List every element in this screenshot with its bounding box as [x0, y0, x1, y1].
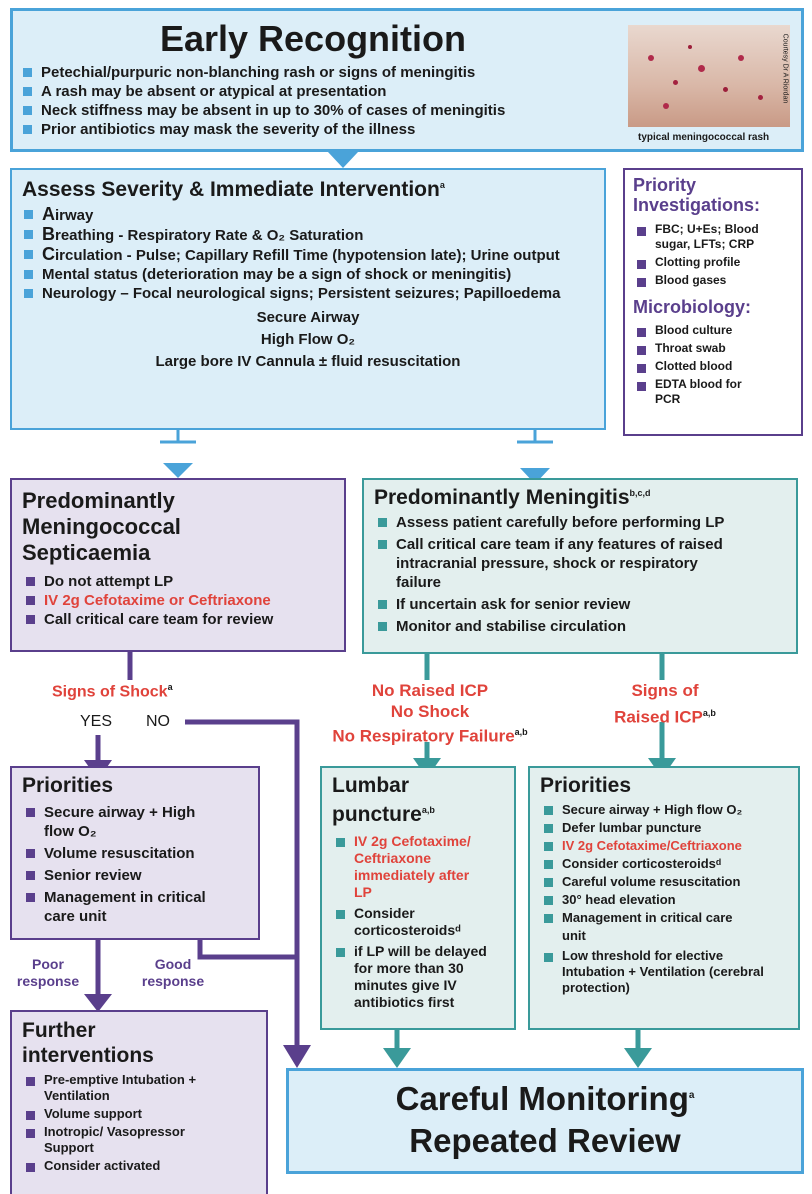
photo-credit: Courtesy Dr A Riordan — [781, 33, 789, 104]
arrow-priorities-to-monitoring — [624, 1048, 652, 1068]
list-item: If uncertain ask for senior review — [374, 595, 744, 614]
priorities-left-title: Priorities — [22, 774, 114, 797]
signs-of-shock-label: Signs of Shocka — [52, 682, 173, 701]
microbiology-list: Blood culture Throat swab Clotted blood … — [633, 323, 793, 407]
list-item: Mental status (deterioration may be a si… — [20, 265, 596, 284]
further-list: Pre-emptive Intubation + Ventilation Vol… — [22, 1072, 256, 1174]
no-label: NO — [146, 713, 170, 730]
list-item: Low threshold for elective Intubation + … — [540, 948, 788, 996]
yes-label: YES — [80, 713, 113, 730]
list-item: Circulation - Pulse; Capillary Refill Ti… — [20, 245, 596, 265]
list-item: Careful volume resuscitation — [540, 873, 788, 891]
lumbar-puncture-box: Lumbar puncturea,b IV 2g Cefotaxime/ Cef… — [320, 766, 516, 1030]
microbiology-title: Microbiology: — [633, 296, 751, 317]
list-item: Blood gases — [633, 273, 793, 288]
assess-title: Assess Severity & Immediate Intervention… — [22, 178, 445, 201]
list-item: IV 2g Cefotaxime or Ceftriaxone — [22, 591, 334, 610]
assess-list: Airway Breathing - Respiratory Rate & O₂… — [20, 205, 596, 303]
list-item: Blood culture — [633, 323, 793, 338]
list-item: Volume support — [22, 1106, 256, 1122]
list-item: Assess patient carefully before performi… — [374, 513, 744, 532]
meningitis-box: Predominantly Meningitisb,c,d Assess pat… — [362, 478, 798, 654]
list-item: A rash may be absent or atypical at pres… — [19, 82, 619, 101]
assess-severity-box: Assess Severity & Immediate Intervention… — [10, 168, 606, 430]
monitoring-line-2: Repeated Review — [409, 1122, 681, 1160]
lumbar-title: Lumbar puncturea,b — [332, 774, 435, 826]
arrow-to-septicaemia — [163, 463, 193, 478]
rash-photo: Courtesy Dr A Riordan — [628, 25, 790, 127]
priorities-right-title: Priorities — [540, 774, 632, 797]
list-item: Airway — [20, 205, 596, 225]
septicaemia-title: Predominantly Meningococcal Septicaemia — [22, 488, 181, 565]
raised-icp-label: Signs of Raised ICPa,b — [614, 681, 716, 727]
list-item: Management in critical care unit — [22, 888, 222, 926]
list-item: Defer lumbar puncture — [540, 819, 788, 837]
meningitis-list: Assess patient carefully before performi… — [374, 513, 744, 636]
septicaemia-list: Do not attempt LP IV 2g Cefotaxime or Ce… — [22, 572, 334, 629]
list-item: Secure airway + High flow O₂ — [540, 801, 788, 819]
list-item: Call critical care team for review — [22, 610, 334, 629]
list-item: Petechial/purpuric non-blanching rash or… — [19, 63, 619, 82]
list-item: Senior review — [22, 866, 222, 885]
arrow-early-to-assess — [328, 152, 358, 168]
investigations-list: FBC; U+Es; Blood sugar, LFTs; CRP Clotti… — [633, 222, 793, 288]
list-item: Volume resuscitation — [22, 844, 222, 863]
list-item: Consider corticosteroidsᵈ — [332, 905, 504, 939]
priority-investigations-box: Priority Investigations: FBC; U+Es; Bloo… — [623, 168, 803, 436]
list-item: Pre-emptive Intubation + Ventilation — [22, 1072, 256, 1104]
list-item: Clotted blood — [633, 359, 793, 374]
list-item: Inotropic/ Vasopressor Support — [22, 1124, 214, 1156]
photo-caption: typical meningococcal rash — [638, 132, 770, 143]
list-item: Consider activated — [22, 1158, 256, 1174]
priorities-right-box: Priorities Secure airway + High flow O₂ … — [528, 766, 800, 1030]
list-item: Call critical care team if any features … — [374, 535, 744, 592]
list-item: Neck stiffness may be absent in up to 30… — [19, 101, 619, 120]
list-item: Do not attempt LP — [22, 572, 334, 591]
early-recognition-title: Early Recognition — [159, 18, 467, 59]
list-item: Throat swab — [633, 341, 793, 356]
careful-monitoring-box: Careful Monitoringa Repeated Review — [286, 1068, 804, 1174]
list-item: Monitor and stabilise circulation — [374, 617, 744, 636]
investigations-title: Priority Investigations: — [633, 175, 761, 215]
early-recognition-box: Early Recognition Petechial/purpuric non… — [10, 8, 804, 152]
list-item: Consider corticosteroidsᵈ — [540, 855, 788, 873]
meningitis-title: Predominantly Meningitisb,c,d — [374, 486, 651, 509]
list-item: EDTA blood for PCR — [633, 377, 745, 407]
arrow-to-meningitis — [520, 468, 550, 484]
list-item: Prior antibiotics may mask the severity … — [19, 120, 619, 139]
early-recognition-list: Petechial/purpuric non-blanching rash or… — [19, 63, 619, 139]
monitoring-line-1: Careful Monitoringa — [395, 1080, 695, 1117]
arrow-lumbar-to-monitoring — [383, 1048, 411, 1068]
assess-line-airway: Secure Airway — [256, 309, 360, 327]
septicaemia-box: Predominantly Meningococcal Septicaemia … — [10, 478, 346, 652]
list-item: if LP will be delayed for more than 30 m… — [332, 943, 504, 1011]
list-item: FBC; U+Es; Blood sugar, LFTs; CRP — [633, 222, 793, 252]
arrow-good-response — [197, 940, 297, 960]
list-item: Clotting profile — [633, 255, 793, 270]
list-item: Management in critical care unit — [540, 909, 742, 945]
assess-line-oxygen: High Flow O₂ — [260, 331, 356, 349]
priorities-left-list: Secure airway + High flow O₂ Volume resu… — [22, 803, 222, 926]
further-interventions-box: Further interventions Pre-emptive Intuba… — [10, 1010, 268, 1194]
no-raised-icp-label: No Raised ICP No Shock No Respiratory Fa… — [332, 681, 528, 746]
priorities-left-box: Priorities Secure airway + High flow O₂ … — [10, 766, 260, 940]
list-item: 30° head elevation — [540, 891, 788, 909]
priorities-right-list: Secure airway + High flow O₂ Defer lumba… — [540, 801, 788, 996]
arrow-no-route — [185, 719, 300, 1050]
assess-line-cannula: Large bore IV Cannula ± fluid resuscitat… — [155, 353, 461, 371]
list-item: Breathing - Respiratory Rate & O₂ Satura… — [20, 225, 596, 245]
list-item: IV 2g Cefotaxime/ Ceftriaxone immediatel… — [332, 833, 474, 901]
further-title: Further interventions — [22, 1019, 154, 1067]
arrow-poor-response — [84, 994, 112, 1012]
lumbar-list: IV 2g Cefotaxime/ Ceftriaxone immediatel… — [332, 833, 504, 1011]
list-item: IV 2g Cefotaxime/Ceftriaxone — [540, 837, 788, 855]
list-item: Secure airway + High flow O₂ — [22, 803, 222, 841]
list-item: Neurology – Focal neurological signs; Pe… — [20, 284, 596, 303]
